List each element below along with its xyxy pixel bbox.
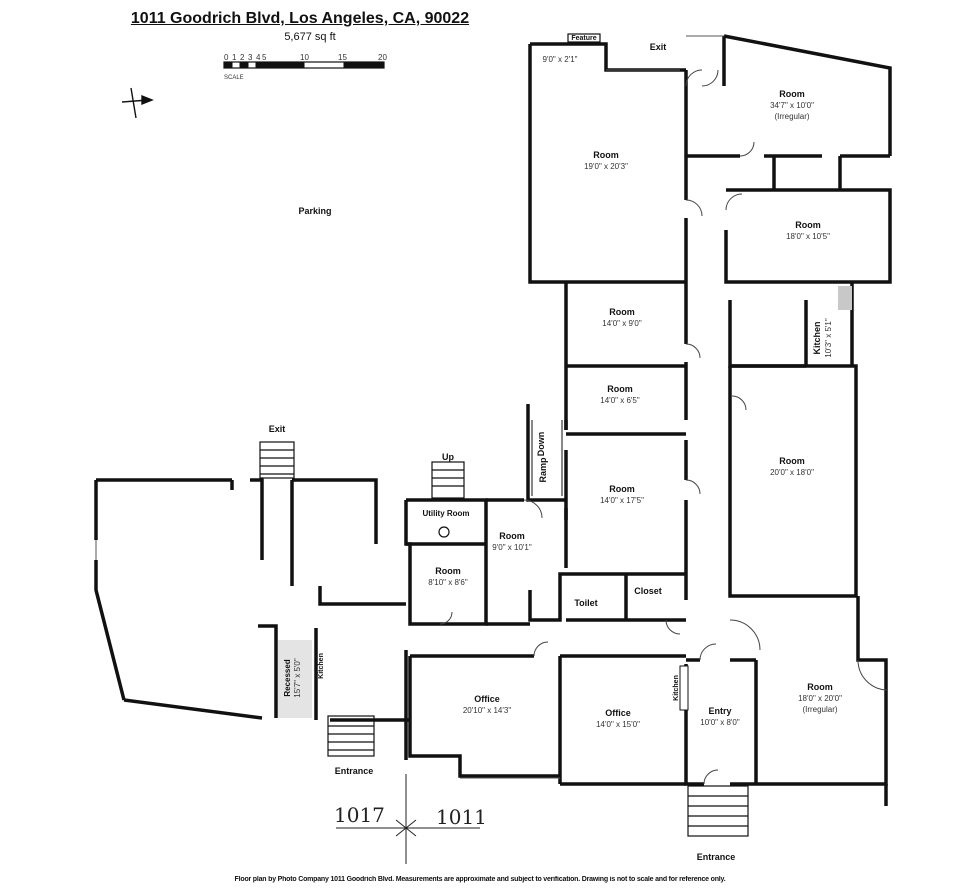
scale-bar bbox=[223, 61, 385, 69]
exit-top-label: Exit bbox=[650, 42, 667, 52]
room-dim: 15'7" x 5'0" bbox=[293, 658, 302, 698]
scale-tick: 15 bbox=[338, 53, 347, 62]
utility-label: Utility Room bbox=[422, 509, 469, 518]
room-dim: 18'0" x 10'5" bbox=[786, 232, 830, 241]
door-swings bbox=[439, 69, 889, 785]
room-name: Room bbox=[609, 484, 635, 494]
water-heater-icon bbox=[438, 526, 450, 538]
kitchen-label: Kitchen bbox=[812, 321, 822, 354]
walls bbox=[94, 34, 892, 806]
room-dim: 9'0" x 10'1" bbox=[492, 543, 532, 552]
north-arrow-icon bbox=[121, 87, 154, 119]
kitchen-label: Kitchen bbox=[318, 653, 325, 679]
room-dim: 9'0" x 2'1" bbox=[543, 55, 578, 64]
room-dim: 14'0" x 15'0" bbox=[596, 720, 640, 729]
kitchen-label: Kitchen bbox=[673, 675, 680, 701]
exit-left-label: Exit bbox=[269, 424, 286, 434]
room-dim: 19'0" x 20'3" bbox=[584, 162, 628, 171]
entrance-left-label: Entrance bbox=[335, 766, 374, 776]
scale-tick: 5 bbox=[262, 53, 267, 62]
scale-tick: 2 bbox=[240, 53, 245, 62]
room-dim: 14'0" x 9'0" bbox=[602, 319, 642, 328]
room-name: Entry bbox=[708, 706, 731, 716]
room-name: Room bbox=[609, 307, 635, 317]
room-dim: 14'0" x 6'5" bbox=[600, 396, 640, 405]
handwritten-1011: 1011 bbox=[436, 805, 487, 829]
property-address: 1011 Goodrich Blvd, Los Angeles, CA, 900… bbox=[130, 10, 470, 27]
room-dim: 20'10" x 14'3" bbox=[463, 706, 511, 715]
scale-ticks: 0 1 2 3 4 5 10 15 20 SCALE bbox=[224, 53, 387, 81]
room-name: Room bbox=[499, 531, 525, 541]
handwritten-1017: 1017 bbox=[334, 803, 385, 827]
room-name: Office bbox=[605, 708, 631, 718]
room-labels: Parking Feature Exit 9'0" x 2'1" Room 19… bbox=[269, 35, 842, 862]
room-dim: 18'0" x 20'0" bbox=[798, 694, 842, 703]
stairs-up bbox=[431, 461, 465, 499]
room-name: Room bbox=[607, 384, 633, 394]
down-label: Down bbox=[536, 432, 546, 457]
square-footage: 5,677 sq ft bbox=[284, 31, 336, 43]
handwritten-annotation: 1017 1011 bbox=[334, 774, 487, 864]
rotated-labels: Kitchen 10'3" x 5'1" Down Ramp Recessed … bbox=[283, 318, 833, 701]
thin-walls bbox=[95, 35, 724, 779]
closet-label: Closet bbox=[634, 586, 662, 596]
scale-tick: 4 bbox=[256, 53, 261, 62]
room-name: Room bbox=[807, 682, 833, 692]
room-note: (Irregular) bbox=[774, 112, 809, 121]
scale-tick: 20 bbox=[378, 53, 387, 62]
toilet-label: Toilet bbox=[574, 598, 597, 608]
feature-box bbox=[567, 33, 601, 43]
room-name: Room bbox=[779, 456, 805, 466]
scale-tick: 1 bbox=[232, 53, 237, 62]
stairs-exit-left bbox=[259, 441, 295, 479]
room-name: Room bbox=[795, 220, 821, 230]
ramp-icon bbox=[531, 420, 563, 496]
footer-disclaimer: Floor plan by Photo Company 1011 Goodric… bbox=[234, 876, 726, 883]
room-dim: 14'0" x 17'5" bbox=[600, 496, 644, 505]
stairs-entrance-left bbox=[327, 715, 375, 757]
scale-tick: 10 bbox=[300, 53, 309, 62]
room-dim: 34'7" x 10'0" bbox=[770, 101, 814, 110]
room-note: (Irregular) bbox=[802, 705, 837, 714]
kitchen-counter bbox=[679, 665, 689, 711]
feature-label: Feature bbox=[571, 35, 596, 42]
up-label: Up bbox=[442, 452, 454, 462]
scale-tick: 3 bbox=[248, 53, 253, 62]
room-name: Room bbox=[435, 566, 461, 576]
room-dim: 10'3" x 5'1" bbox=[824, 318, 833, 358]
entrance-right-label: Entrance bbox=[697, 852, 736, 862]
scale-label: SCALE bbox=[224, 75, 244, 81]
scale-tick: 0 bbox=[224, 53, 229, 62]
room-dim: 10'0" x 8'0" bbox=[700, 718, 740, 727]
stairs-entrance-right bbox=[687, 785, 749, 837]
recessed-area bbox=[278, 640, 312, 718]
ramp-label: Ramp bbox=[538, 457, 548, 483]
parking-label: Parking bbox=[298, 206, 331, 216]
room-dim: 20'0" x 18'0" bbox=[770, 468, 814, 477]
room-name: Office bbox=[474, 694, 500, 704]
recessed-label: Recessed bbox=[283, 659, 292, 696]
room-name: Room bbox=[593, 150, 619, 160]
room-dim: 8'10" x 8'6" bbox=[428, 578, 468, 587]
room-name: Room bbox=[779, 89, 805, 99]
fixture-block bbox=[838, 286, 852, 310]
